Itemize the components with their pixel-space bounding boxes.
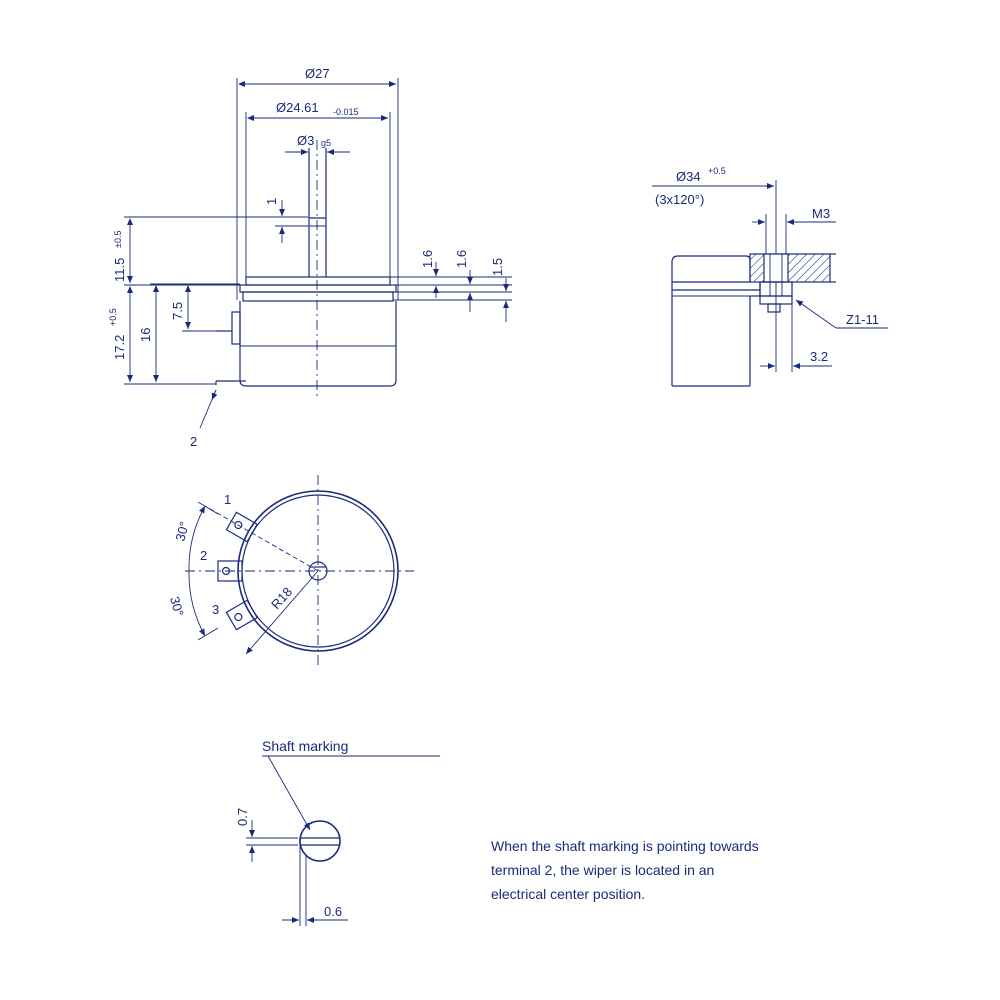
terminal-2-label: 2 — [200, 548, 207, 563]
dim-30-bottom: 30° — [167, 595, 187, 618]
dim-dia-34: Ø34 — [676, 169, 701, 184]
terminal-2-callout: 2 — [190, 434, 197, 449]
top-view: 30° 30° R18 1 2 3 — [167, 475, 414, 668]
note-line-1: When the shaft marking is pointing towar… — [491, 838, 759, 854]
dim-17-2-tol: +0.5 — [108, 308, 118, 326]
dim-11-5-tol: ±0.5 — [113, 231, 123, 248]
dim-0-7: 0.7 — [235, 808, 250, 826]
dim-1-6-a: 1.6 — [420, 250, 435, 268]
dim-11-5: 11.5 — [112, 258, 127, 282]
dim-flat-1: 1 — [264, 198, 279, 205]
terminal-1-label: 1 — [224, 492, 231, 507]
dim-1-5: 1.5 — [490, 258, 505, 276]
dim-3-2: 3.2 — [810, 349, 828, 364]
terminal-3-label: 3 — [212, 602, 219, 617]
dim-16: 16 — [138, 328, 153, 342]
note-line-2: terminal 2, the wiper is located in an — [491, 862, 714, 878]
shaft-marking-detail: Shaft marking 0.7 0.6 — [235, 738, 440, 926]
note-line-3: electrical center position. — [491, 886, 645, 902]
dim-dia-27: Ø27 — [305, 66, 330, 81]
dim-7-5: 7.5 — [170, 302, 185, 320]
dim-r18: R18 — [268, 584, 295, 612]
shaft-marking-label: Shaft marking — [262, 738, 348, 754]
dim-dia-3-tol: g5 — [321, 138, 331, 148]
note-text: When the shaft marking is pointing towar… — [491, 838, 759, 902]
dim-z1-11: Z1-11 — [846, 312, 879, 327]
dim-17-2: 17.2 — [112, 335, 127, 360]
dim-dia-34-tol: +0.5 — [708, 166, 726, 176]
dim-dia-3: Ø3 — [297, 133, 314, 148]
side-view: Ø27 Ø24.61 -0.015 Ø3 g5 1 — [108, 66, 512, 449]
dim-m3: M3 — [812, 206, 830, 221]
dim-1-6-b: 1.6 — [454, 250, 469, 268]
dim-dia-2461-tol: -0.015 — [333, 107, 359, 117]
dim-dia-2461: Ø24.61 — [276, 100, 319, 115]
dim-30-top: 30° — [172, 520, 192, 543]
dim-0-6: 0.6 — [324, 904, 342, 919]
mounting-section: Ø34 +0.5 (3x120°) M3 Z1- — [652, 166, 888, 387]
dim-3x120: (3x120°) — [655, 192, 704, 207]
